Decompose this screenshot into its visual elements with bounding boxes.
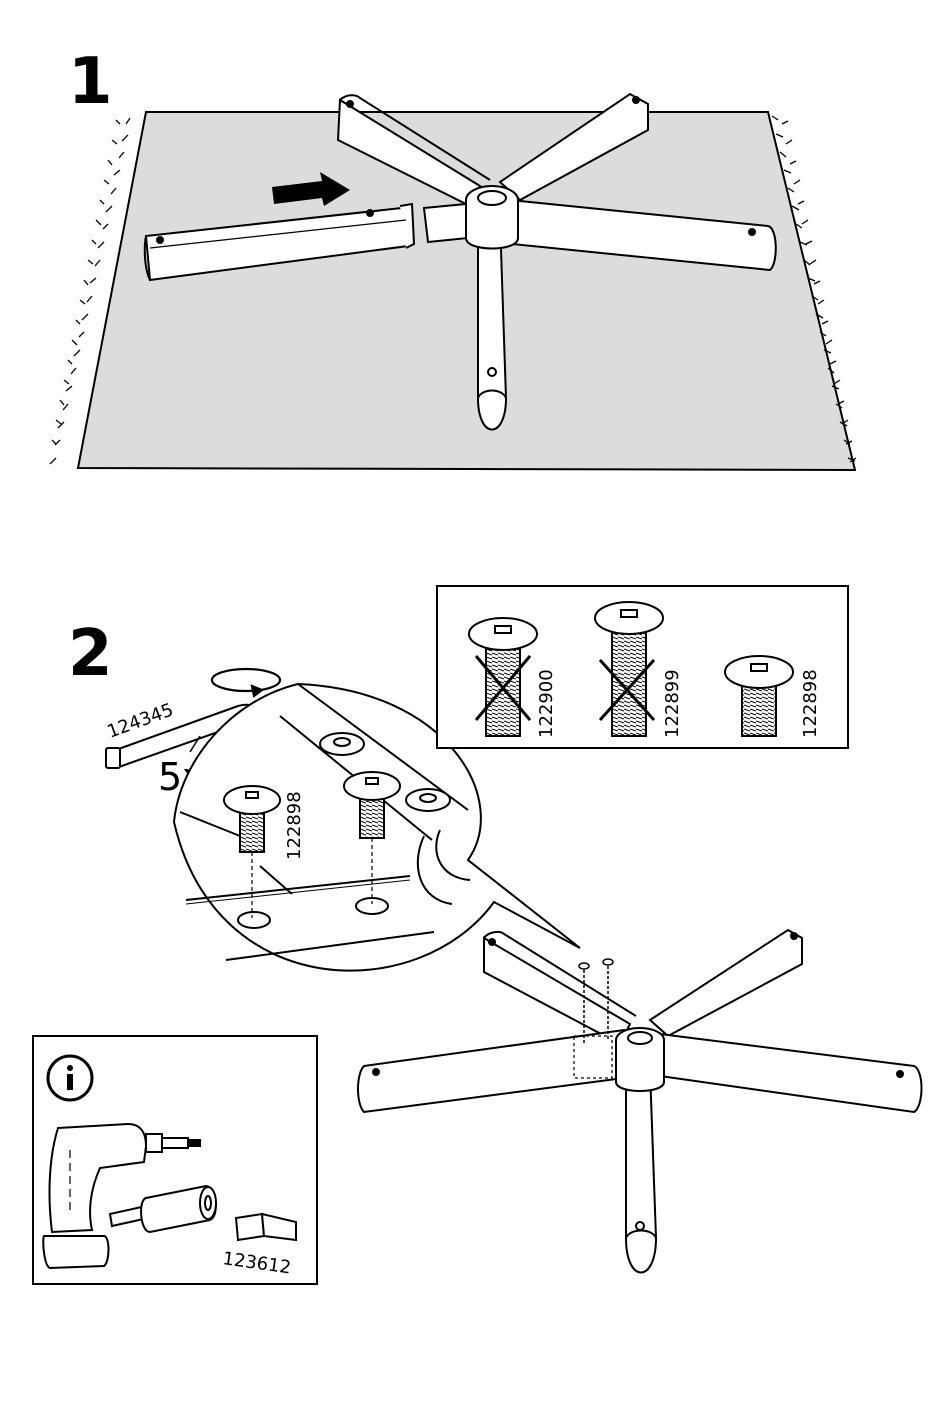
screw-comparison-box <box>437 586 848 748</box>
info-box <box>33 1036 317 1284</box>
screw-part-label-3: 122898 <box>800 669 821 738</box>
callout-screw-part-label: 122898 <box>284 791 305 860</box>
chair-base-assembled <box>358 930 922 1273</box>
screw-part-label-1: 122900 <box>536 669 557 738</box>
step1-floor-rug <box>50 112 856 470</box>
screw-part-label-2: 122899 <box>662 669 683 738</box>
info-icon <box>48 1056 92 1100</box>
rotate-arrow-icon <box>212 669 280 696</box>
